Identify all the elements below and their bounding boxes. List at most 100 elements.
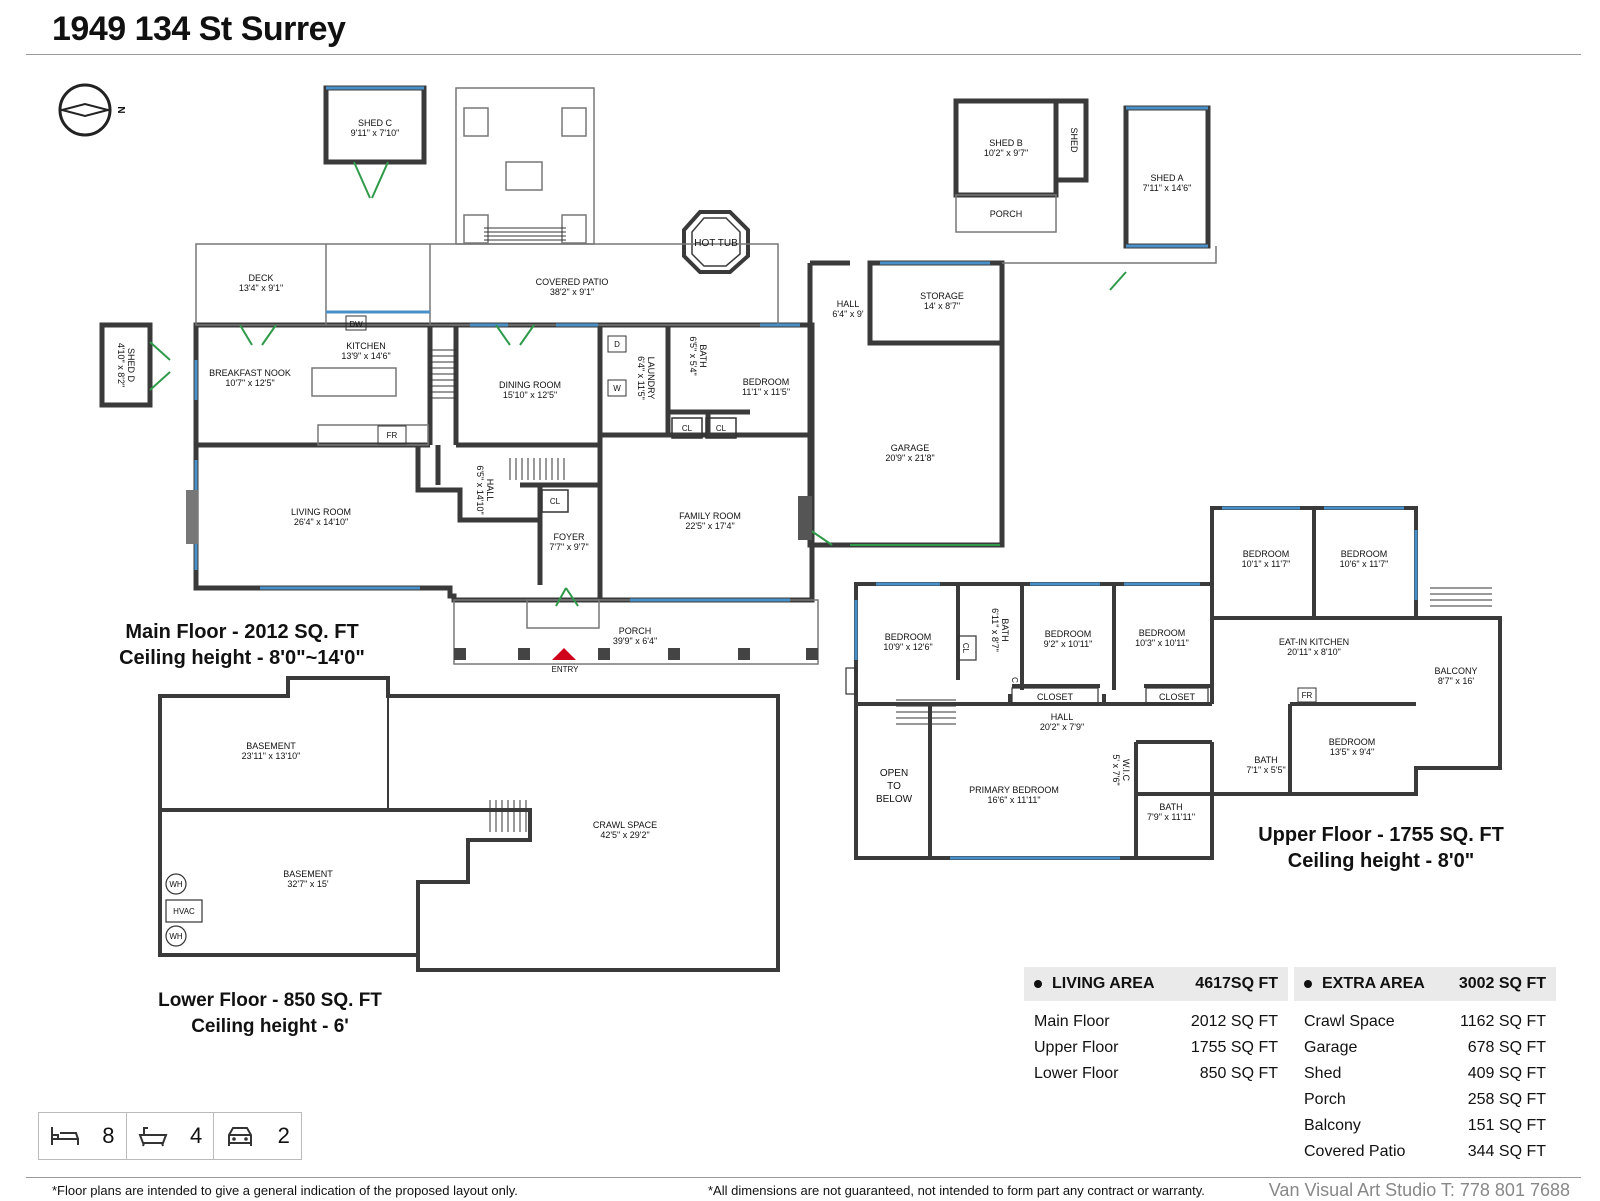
title-divider — [26, 54, 1581, 55]
shed-b-dim: 10'2" x 9'7" — [984, 148, 1028, 158]
closet-1-name: CLOSET — [1037, 692, 1074, 702]
row-label: Covered Patio — [1304, 1143, 1406, 1160]
upper-fixture-tags: CLOSET CLOSET CL C FR — [957, 635, 1317, 705]
kitchen-dim: 13'9" x 14'6" — [341, 351, 390, 361]
row-value: 344 SQ FT — [1467, 1143, 1546, 1160]
basement-1-name: BASEMENT — [246, 741, 296, 751]
up-bath-3-name: BATH — [1254, 755, 1277, 765]
deck-name: DECK — [248, 273, 273, 283]
up-bath-1-dim: 6'11" x 8'7" — [990, 608, 1000, 652]
up-bed-4-dim: 9'2" x 10'11" — [1044, 639, 1093, 649]
balcony-dim: 8'7" x 16' — [1438, 676, 1474, 686]
entry-marker-icon — [552, 648, 576, 660]
hall-garage-name: HALL — [837, 299, 860, 309]
wic-name: W.I.C — [1121, 759, 1131, 781]
up-bed-2-dim: 10'6" x 11'7" — [1340, 559, 1389, 569]
row-value: 258 SQ FT — [1467, 1091, 1546, 1108]
living-area-table: LIVING AREA 4617SQ FT Main Floor 2012 SQ … — [1024, 967, 1288, 1087]
garage-count: 2 — [277, 1123, 290, 1148]
closet-2-name: CLOSET — [1159, 692, 1196, 702]
page-title: 1949 134 St Surrey — [52, 10, 346, 48]
footer-divider — [26, 1177, 1581, 1178]
row-label: Balcony — [1304, 1117, 1361, 1134]
extra-area-row: Covered Patio 344 SQ FT — [1294, 1139, 1556, 1165]
open-to-below-line3: BELOW — [876, 794, 913, 805]
up-hall-name: HALL — [1051, 712, 1074, 722]
crawl-space-dim: 42'5" x 29'2" — [600, 830, 649, 840]
open-to-below-line1: OPEN — [880, 768, 908, 779]
water-heater-tag-2: WH — [169, 932, 183, 941]
garage-stat: 2 — [214, 1113, 301, 1159]
entry-label: ENTRY — [552, 665, 580, 674]
wic-dim: 5' x 7'6" — [1111, 754, 1121, 785]
studio-brand: Van Visual Art Studio T: 778 801 7688 — [1268, 1180, 1570, 1200]
shed-b-name: SHED B — [989, 138, 1023, 148]
washer-tag: W — [613, 384, 621, 393]
laundry-name: LAUNDRY — [646, 357, 656, 400]
upper-floor-area: Upper Floor - 1755 SQ. FT — [1258, 824, 1504, 846]
main-floor-caption: Main Floor - 2012 SQ. FT Ceiling height … — [96, 619, 388, 671]
covered-patio-name: COVERED PATIO — [536, 277, 609, 287]
bedroom-main-dim: 11'1" x 11'5" — [742, 387, 790, 397]
row-value: 151 SQ FT — [1467, 1117, 1546, 1134]
up-bed-3-dim: 10'9" x 12'6" — [883, 642, 932, 652]
beds-stat: 8 — [39, 1113, 127, 1159]
foyer-name: FOYER — [553, 532, 585, 542]
dryer-tag: D — [614, 340, 620, 349]
eat-in-kitchen-dim: 20'11" x 8'10" — [1287, 647, 1341, 657]
living-area-header: LIVING AREA 4617SQ FT — [1024, 967, 1288, 1001]
row-label: Main Floor — [1034, 1013, 1110, 1030]
basement-2-dim: 32'7" x 15' — [287, 879, 328, 889]
balcony-name: BALCONY — [1434, 666, 1477, 676]
bullet-icon — [1304, 979, 1312, 988]
primary-bedroom-name: PRIMARY BEDROOM — [969, 785, 1059, 795]
garage-name: GARAGE — [891, 443, 930, 453]
compass-north-label: N — [115, 106, 126, 113]
hot-tub-name: HOT TUB — [694, 238, 738, 249]
porch-front-name: PORCH — [619, 626, 652, 636]
living-room-dim: 26'4" x 14'10" — [294, 517, 348, 527]
upper-floor-caption: Upper Floor - 1755 SQ. FT Ceiling height… — [1236, 822, 1526, 874]
bed-icon — [51, 1127, 80, 1145]
row-label: Crawl Space — [1304, 1013, 1395, 1030]
covered-patio-dim: 38'2" x 9'1" — [550, 287, 594, 297]
shed-c-dim: 9'11" x 7'10" — [351, 128, 400, 138]
shed-c-name: SHED C — [358, 118, 393, 128]
extra-area-header: EXTRA AREA 3002 SQ FT — [1294, 967, 1556, 1001]
garage-dim: 20'9" x 21'8" — [885, 453, 934, 463]
main-floor-area: Main Floor - 2012 SQ. FT — [125, 621, 359, 643]
lower-floor-walls — [158, 676, 780, 972]
lower-floor-area: Lower Floor - 850 SQ. FT — [158, 990, 382, 1011]
lower-floor-ceiling: Ceiling height - 6' — [191, 1016, 349, 1037]
fridge-tag-up: FR — [1302, 691, 1313, 700]
bedroom-main-name: BEDROOM — [743, 377, 790, 387]
property-stats: 8 4 2 — [38, 1112, 302, 1160]
breakfast-nook-name: BREAKFAST NOOK — [209, 368, 291, 378]
hall-garage-dim: 6'4" x 9' — [832, 309, 863, 319]
up-bed-1-dim: 10'1" x 11'7" — [1242, 559, 1291, 569]
fixture-tags: DW FR D W CL CL CL — [345, 315, 737, 513]
shed-small-name: SHED — [1069, 127, 1079, 153]
row-value: 678 SQ FT — [1467, 1039, 1546, 1056]
family-room-name: FAMILY ROOM — [679, 511, 741, 521]
up-bath-2-dim: 7'9" x 11'11" — [1147, 812, 1195, 822]
hall-main-dim: 6'5" x 14'10" — [475, 465, 485, 514]
doors — [149, 161, 1127, 607]
storage-name: STORAGE — [920, 291, 964, 301]
up-bath-3-dim: 7'1" x 5'5" — [1246, 765, 1285, 775]
fireplace-living — [186, 490, 198, 544]
row-value: 850 SQ FT — [1199, 1065, 1278, 1082]
lower-floor-utilities: WH HVAC WH — [165, 873, 203, 947]
extra-area-total: 3002 SQ FT — [1458, 975, 1546, 992]
shed-d-name: SHED D — [126, 348, 136, 383]
water-heater-tag-1: WH — [169, 880, 183, 889]
hvac-tag: HVAC — [173, 907, 195, 916]
row-value: 2012 SQ FT — [1190, 1013, 1278, 1030]
living-area-total: 4617SQ FT — [1195, 975, 1278, 992]
